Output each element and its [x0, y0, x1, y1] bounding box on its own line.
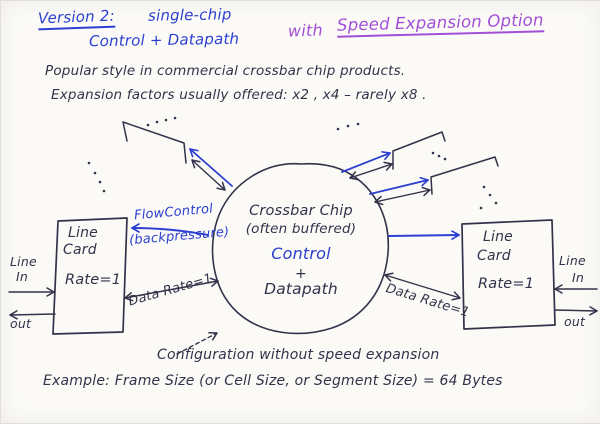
right-card-rate: Rate=1 — [478, 276, 535, 292]
version-label: Version 2: — [37, 6, 116, 31]
page-title-version: Version 2: — [37, 6, 116, 31]
left-card-title-line: Line — [68, 225, 98, 241]
left-io-in-label: In — [16, 269, 29, 284]
right-io-in-label: In — [572, 270, 585, 285]
right-line-card-box — [461, 219, 556, 330]
partial-card-top-right-2 — [430, 156, 499, 195]
line-out-arrow-left — [9, 310, 56, 320]
partial-card-top-right-1 — [392, 131, 446, 170]
right-io-line-label: Line — [559, 253, 586, 268]
data-arrow-right-card — [384, 272, 461, 301]
chip-control-label: Control — [271, 244, 331, 263]
caption-configuration: Configuration without speed expansion — [157, 347, 440, 363]
page-title-connector: with — [287, 20, 324, 41]
page-title-subtitle2: Control + Datapath — [88, 29, 240, 51]
chip-plus: + — [295, 266, 307, 282]
left-io-out-label: out — [10, 316, 32, 331]
flowcontrol-arrow-top-left — [189, 148, 233, 187]
partial-card-top-left — [122, 121, 187, 164]
chip-datapath-label: Datapath — [264, 280, 338, 298]
right-card-title-card: Card — [477, 248, 511, 264]
note-expansion-factors: Expansion factors usually offered: x2 , … — [51, 87, 427, 103]
caption-example: Example: Frame Size (or Cell Size, or Se… — [43, 373, 503, 389]
left-card-title-card: Card — [63, 242, 97, 258]
flowcontrol-arrow-left-card — [131, 223, 209, 236]
chip-name: Crossbar Chip — [249, 203, 353, 219]
note-popular-style: Popular style in commercial crossbar chi… — [45, 63, 406, 79]
data-arrow-left-card — [124, 277, 219, 302]
left-card-rate: Rate=1 — [65, 272, 122, 288]
right-card-title-line: Line — [483, 229, 513, 245]
line-out-arrow-right — [554, 306, 598, 316]
left-io-line-label: Line — [10, 254, 37, 269]
data-arrow-top-right-1 — [349, 161, 393, 181]
flowcontrol-arrow-top-right-2 — [369, 176, 429, 195]
chip-buffered-note: (often buffered) — [245, 221, 357, 237]
page-title-highlight: Speed Expansion Option — [336, 10, 544, 38]
config-dashed-arrow — [176, 331, 218, 355]
flowcontrol-arrow-right-card — [388, 230, 460, 240]
data-arrow-top-left — [191, 159, 226, 191]
page-title-subtitle1: single-chip — [147, 5, 232, 25]
data-arrow-top-right-2 — [374, 186, 431, 206]
right-io-out-label: out — [564, 314, 586, 329]
flowcontrol-arrow-top-right-1 — [341, 151, 391, 173]
ellipsis-dots — [87, 116, 498, 210]
